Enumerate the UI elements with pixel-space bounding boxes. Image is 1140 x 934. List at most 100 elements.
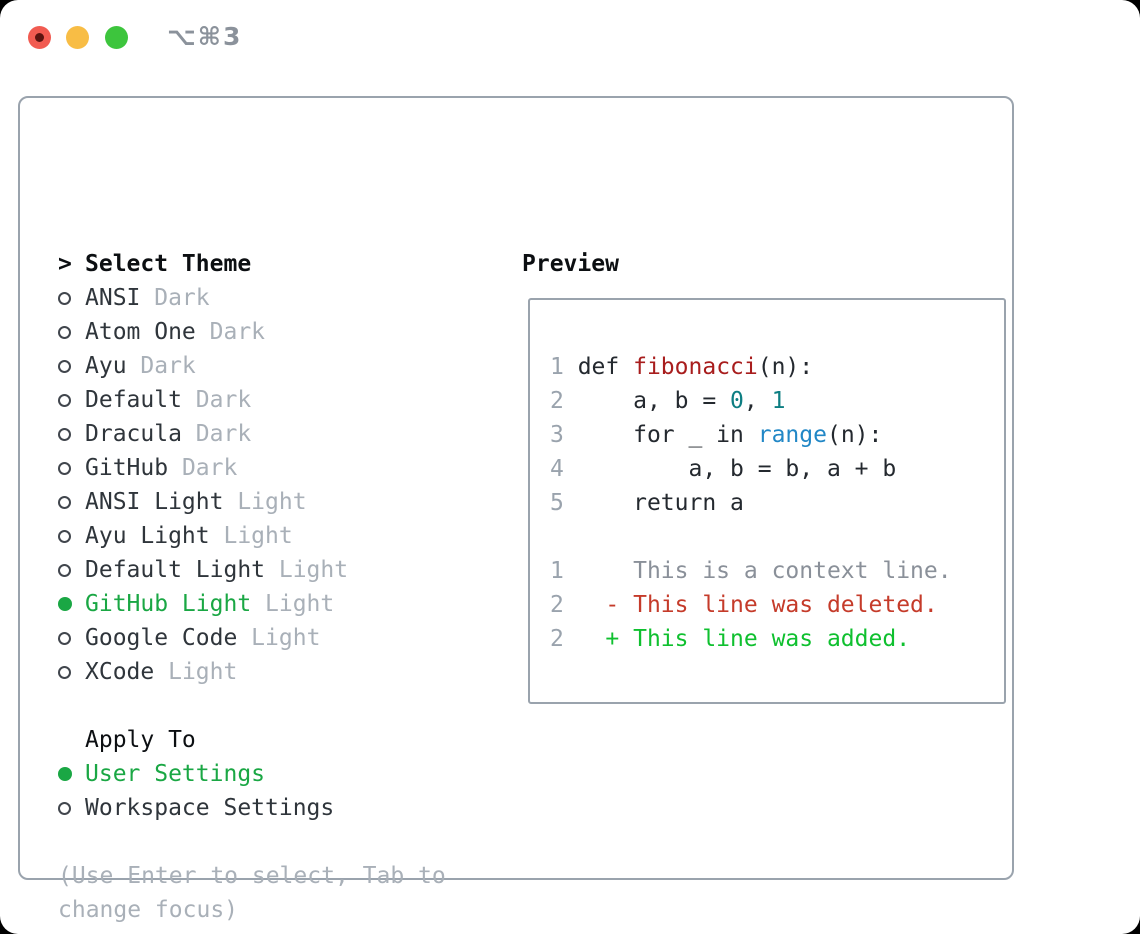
marker-cell <box>58 291 85 305</box>
radio-unselected-icon <box>58 665 71 679</box>
select-theme-heading: > Select Theme <box>58 247 446 281</box>
minimize-button[interactable] <box>66 26 89 49</box>
spacer <box>58 825 446 859</box>
item-label: GitHub Light <box>85 591 252 617</box>
code-segment-builtin: range <box>757 422 827 448</box>
radio-unselected-icon <box>58 563 71 577</box>
code-line: 1 This is a context line. <box>550 554 952 588</box>
code-line: 2 + This line was added. <box>550 622 952 656</box>
code-segment-code: (n): <box>757 354 814 380</box>
theme-item-dracula[interactable]: Dracula Dark <box>58 417 446 451</box>
theme-item-ansi[interactable]: ANSI Dark <box>58 281 446 315</box>
radio-unselected-icon <box>58 631 71 645</box>
prompt-chevron-icon: > <box>58 251 72 277</box>
marker-cell <box>58 495 85 509</box>
theme-item-ayu[interactable]: Ayu Dark <box>58 349 446 383</box>
code-segment-code: def <box>563 354 634 380</box>
item-label: Workspace Settings <box>85 795 335 821</box>
theme-variant-tag: Dark <box>181 387 252 413</box>
close-dot-icon <box>35 33 44 42</box>
item-label: Default Light <box>85 557 266 583</box>
marker-cell <box>58 631 85 645</box>
code-segment-context: This is a context line. <box>563 558 952 584</box>
hint-text: change focus) <box>58 897 239 923</box>
code-segment-code: (n): <box>826 422 883 448</box>
code-segment-deleted: - This line was deleted. <box>563 592 938 618</box>
apply-option-user-settings[interactable]: User Settings <box>58 757 446 791</box>
select-theme-heading-label: Select Theme <box>85 251 252 277</box>
close-button[interactable] <box>28 26 51 49</box>
theme-item-xcode[interactable]: XCode Light <box>58 655 446 689</box>
line-number: 2 <box>550 592 564 618</box>
radio-unselected-icon <box>58 801 71 815</box>
theme-item-default-light[interactable]: Default Light Light <box>58 553 446 587</box>
theme-item-github[interactable]: GitHub Dark <box>58 451 446 485</box>
item-label: ANSI <box>85 285 141 311</box>
radio-unselected-icon <box>58 495 71 509</box>
radio-selected-icon <box>58 767 72 781</box>
theme-item-github-light[interactable]: GitHub Light Light <box>58 587 446 621</box>
radio-unselected-icon <box>58 359 71 373</box>
line-number: 1 <box>550 354 564 380</box>
theme-item-google-code[interactable]: Google Code Light <box>58 621 446 655</box>
item-label: User Settings <box>85 761 266 787</box>
radio-unselected-icon <box>58 461 71 475</box>
theme-item-atom-one[interactable]: Atom One Dark <box>58 315 446 349</box>
theme-variant-tag: Light <box>237 625 321 651</box>
marker-cell <box>58 529 85 543</box>
theme-variant-tag: Light <box>251 591 335 617</box>
theme-variant-tag: Dark <box>126 353 196 379</box>
item-label: Atom One <box>85 319 196 345</box>
marker-cell <box>58 767 85 781</box>
apply-to-heading-label: Apply To <box>85 727 196 753</box>
spacer <box>58 689 446 723</box>
theme-item-ansi-light[interactable]: ANSI Light Light <box>58 485 446 519</box>
radio-unselected-icon <box>58 393 71 407</box>
line-number: 2 <box>550 388 564 414</box>
code-line: 3 for _ in range(n): <box>550 418 952 452</box>
marker-cell <box>58 801 85 815</box>
item-label: ANSI Light <box>85 489 224 515</box>
item-label: GitHub <box>85 455 169 481</box>
code-segment-code: a, b = <box>563 388 731 414</box>
item-label: Google Code <box>85 625 238 651</box>
preview-heading: Preview <box>522 251 619 277</box>
theme-item-ayu-light[interactable]: Ayu Light Light <box>58 519 446 553</box>
apply-to-heading: Apply To <box>58 723 446 757</box>
radio-unselected-icon <box>58 325 71 339</box>
theme-variant-tag: Light <box>154 659 238 685</box>
radio-unselected-icon <box>58 291 71 305</box>
line-number: 5 <box>550 490 564 516</box>
marker-cell <box>58 665 85 679</box>
line-number: 4 <box>550 456 564 482</box>
line-number: 3 <box>550 422 564 448</box>
code-line: 1 def fibonacci(n): <box>550 350 952 384</box>
code-line: 4 a, b = b, a + b <box>550 452 952 486</box>
window-title-shortcut: ⌥⌘3 <box>167 22 243 51</box>
apply-option-workspace-settings[interactable]: Workspace Settings <box>58 791 446 825</box>
theme-variant-tag: Light <box>209 523 293 549</box>
theme-item-default[interactable]: Default Dark <box>58 383 446 417</box>
marker-cell <box>58 359 85 373</box>
code-segment-code: return a <box>563 490 744 516</box>
theme-variant-tag: Light <box>223 489 307 515</box>
item-label: Dracula <box>85 421 182 447</box>
titlebar: ⌥⌘3 <box>0 0 1140 72</box>
zoom-button[interactable] <box>105 26 128 49</box>
marker-cell <box>58 597 85 611</box>
radio-selected-icon <box>58 597 72 611</box>
marker-cell <box>58 393 85 407</box>
code-segment-added: + This line was added. <box>563 626 911 652</box>
hint-text: (Use Enter to select, Tab to <box>58 863 446 889</box>
marker-cell <box>58 461 85 475</box>
code-line: 2 a, b = 0, 1 <box>550 384 952 418</box>
marker-cell <box>58 427 85 441</box>
item-label: XCode <box>85 659 155 685</box>
code-segment-code: a, b = b, a + b <box>563 456 897 482</box>
marker-cell <box>58 325 85 339</box>
code-segment-number: 1 <box>771 388 786 414</box>
